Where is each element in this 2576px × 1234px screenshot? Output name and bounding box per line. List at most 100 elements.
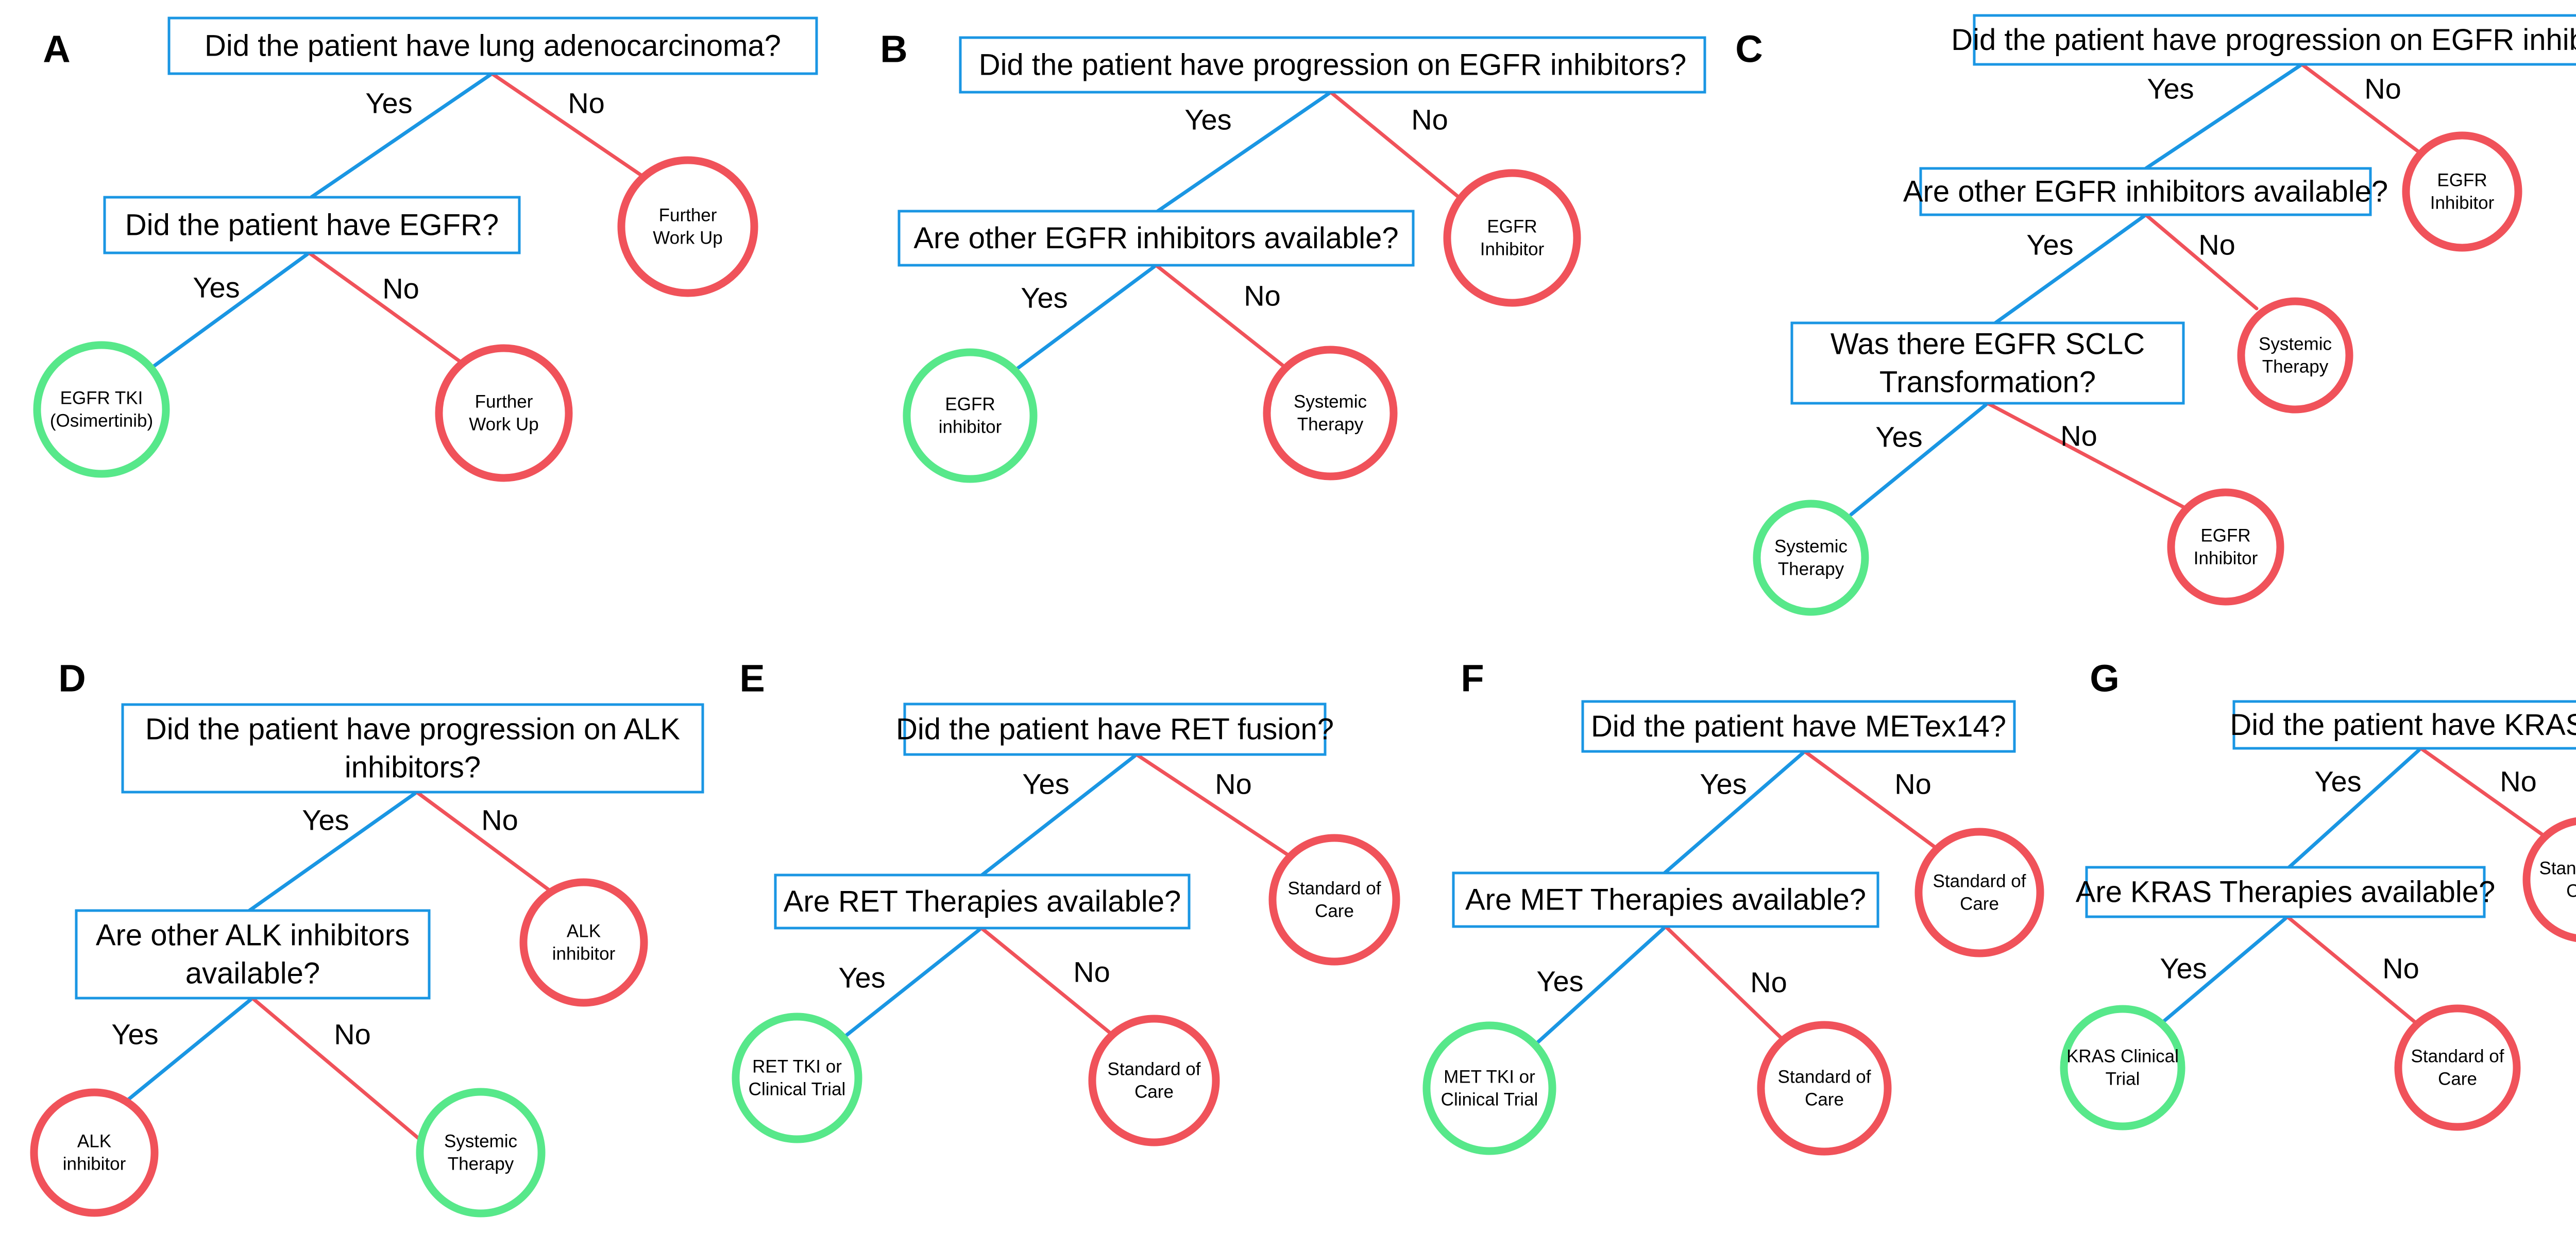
yes-branch-line: [980, 752, 1139, 877]
outcome-circle: [519, 878, 648, 1007]
question-box-frame: [1973, 14, 2576, 66]
outcome-text: Standard of: [1778, 1067, 1871, 1087]
question-box: Are other EGFR inhibitors available?: [897, 210, 1415, 267]
question-box: Did the patient have KRAS?: [2230, 700, 2576, 750]
no-label: No: [2198, 229, 2235, 261]
question-text: Are other ALK inhibitors: [96, 919, 410, 952]
outcome-text: (Osimertinib): [50, 411, 153, 431]
outcome-circle: [435, 344, 573, 482]
no-label: No: [1073, 956, 1110, 988]
question-box-frame: [774, 873, 1191, 930]
outcome-text: Care: [1134, 1082, 1174, 1102]
outcome-text: Standard of: [2539, 859, 2576, 879]
yes-label: Yes: [1021, 282, 1067, 314]
outcome-circle: [2522, 817, 2576, 942]
yes-branch-line: [2144, 62, 2304, 170]
recommended-outcome-circle: [416, 1088, 546, 1218]
no-label: No: [1750, 966, 1787, 999]
no-branch-line: [979, 926, 1114, 1037]
yes-label: Yes: [365, 87, 412, 119]
no-branch-line: [2144, 213, 2259, 311]
yes-branch-line: [2156, 915, 2290, 1029]
no-branch-line: [490, 72, 649, 181]
outcome-text: Systemic: [1774, 537, 1848, 557]
panel-letter: E: [739, 657, 765, 700]
yes-label: Yes: [193, 271, 240, 304]
outcome-circle: [2394, 1004, 2521, 1131]
yes-label: Yes: [302, 804, 349, 836]
outcome-circle: [617, 156, 758, 297]
outcome-text: EGFR TKI: [60, 388, 143, 408]
yes-label: Yes: [1022, 768, 1069, 800]
yes-branch-line: [842, 926, 984, 1039]
outcome-text: EGFR: [1487, 217, 1537, 237]
no-branch-line: [1803, 749, 1939, 851]
no-branch-line: [415, 790, 554, 894]
question-box-frame: [1919, 167, 2372, 216]
question-box: Did the patient have progression on ALK i…: [121, 703, 704, 794]
no-label: No: [334, 1018, 371, 1051]
outcome-text: Standard of: [2411, 1047, 2504, 1067]
outcome-text: EGFR: [2437, 170, 2487, 191]
yes-branch-line: [2287, 746, 2423, 869]
no-branch-line: [1329, 90, 1462, 200]
question-box-frame: [897, 210, 1415, 267]
question-box: Did the patient have progression on EGFR…: [959, 36, 1706, 94]
outcome-text: inhibitor: [63, 1154, 126, 1174]
yes-label: Yes: [1536, 965, 1583, 998]
question-text: Did the patient have progression on EGFR…: [1951, 23, 2576, 57]
outcome-circle: [30, 1088, 159, 1217]
no-label: No: [2364, 73, 2401, 105]
yes-label: Yes: [2314, 765, 2361, 798]
question-box-frame: [75, 909, 431, 1000]
outcome-text: Clinical Trial: [749, 1079, 846, 1100]
question-box: Are other EGFR inhibitors available?: [1903, 167, 2388, 216]
question-box: Did the patient have lung adenocarcinoma…: [167, 16, 818, 75]
recommended-outcome-circle: [33, 341, 170, 478]
question-text: inhibitors?: [345, 751, 481, 784]
question-text: Did the patient have progression on ALK: [145, 713, 681, 746]
question-box-frame: [1581, 700, 2016, 753]
outcome-circle: [2167, 488, 2284, 606]
no-label: No: [568, 87, 605, 119]
yes-label: Yes: [2160, 952, 2207, 985]
question-text: available?: [185, 957, 320, 990]
no-label: No: [1244, 280, 1281, 312]
yes-branch-line: [309, 72, 494, 199]
question-text: Are other EGFR inhibitors available?: [1903, 175, 2388, 209]
no-branch-line: [307, 251, 466, 366]
outcome-text: Further: [659, 205, 717, 226]
yes-branch-line: [1849, 401, 1990, 517]
no-branch-line: [1986, 401, 2186, 509]
question-box-frame: [121, 703, 704, 794]
outcome-text: RET TKI or: [752, 1057, 842, 1077]
question-box-frame: [167, 16, 818, 75]
yes-branch-line: [1156, 90, 1333, 213]
outcome-node: EGFR TKI (Osimertinib): [33, 341, 170, 478]
question-text: Did the patient have lung adenocarcinoma…: [205, 29, 781, 63]
outcome-text: MET TKI or: [1444, 1067, 1535, 1087]
recommended-outcome-circle: [1422, 1021, 1556, 1155]
no-label: No: [2060, 420, 2097, 452]
panel-letter: F: [1461, 657, 1484, 700]
